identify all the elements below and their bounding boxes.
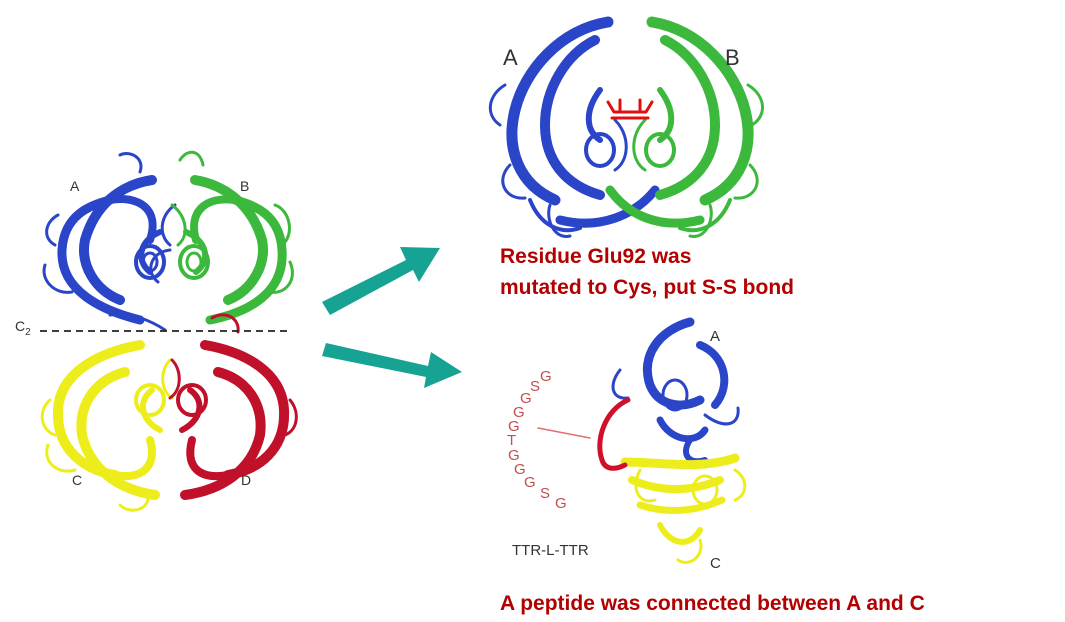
caption-top-line2: mutated to Cys, put S-S bond: [500, 276, 794, 299]
c2-axis-label: C2: [15, 318, 31, 338]
linker-residue: G: [524, 474, 536, 491]
chain-b-ribbon: [170, 150, 294, 325]
chain-a-ribbon: [42, 152, 177, 332]
linker-residue: G: [513, 404, 525, 421]
linker-residue: T: [507, 432, 517, 449]
linker-residue: G: [520, 390, 532, 407]
linker-residue: G: [508, 447, 520, 464]
linker-residue: G: [514, 461, 526, 478]
linked-label-a: A: [710, 328, 721, 345]
dimer-chain-a-ribbon: [489, 16, 660, 238]
construct-name: TTR-L-TTR: [512, 542, 589, 559]
linker-residue: G: [508, 418, 520, 435]
caption-top-line1: Residue Glu92 was: [500, 245, 692, 268]
linker-residue: S: [530, 378, 541, 395]
linked-label-c: C: [710, 555, 721, 572]
linker-residue: G: [555, 495, 567, 512]
dimer-label-a: A: [503, 45, 518, 70]
tetramer-label-a: A: [70, 178, 80, 194]
dimer-ab-structure: [489, 16, 764, 238]
linker-residue: G: [540, 368, 552, 385]
tetramer-label-c: C: [72, 472, 83, 488]
tetramer-label-b: B: [240, 178, 250, 194]
tetramer-structure: [40, 150, 298, 512]
c2-axis-main: C: [15, 318, 26, 334]
arrow-down: [322, 343, 462, 388]
dimer-label-b: B: [725, 45, 740, 70]
caption-top: Residue Glu92 was mutated to Cys, put S-…: [500, 241, 794, 303]
linker-residue: S: [540, 485, 551, 502]
tetramer-label-d: D: [241, 472, 252, 488]
linked-chain-a-ribbon: [611, 317, 740, 465]
linked-structure: [537, 317, 747, 564]
dimer-chain-b-ribbon: [605, 16, 764, 238]
arrow-up: [322, 247, 440, 315]
c2-axis-sub: 2: [25, 326, 31, 338]
caption-bottom: A peptide was connected between A and C: [500, 592, 925, 615]
disulfide-bond: [606, 98, 654, 120]
linker-peptide-ribbon: [597, 397, 631, 471]
chain-d-ribbon: [168, 313, 298, 500]
chain-c-ribbon: [40, 340, 174, 512]
linked-chain-c-ribbon: [620, 453, 747, 564]
linker-pointer-line: [537, 427, 591, 439]
